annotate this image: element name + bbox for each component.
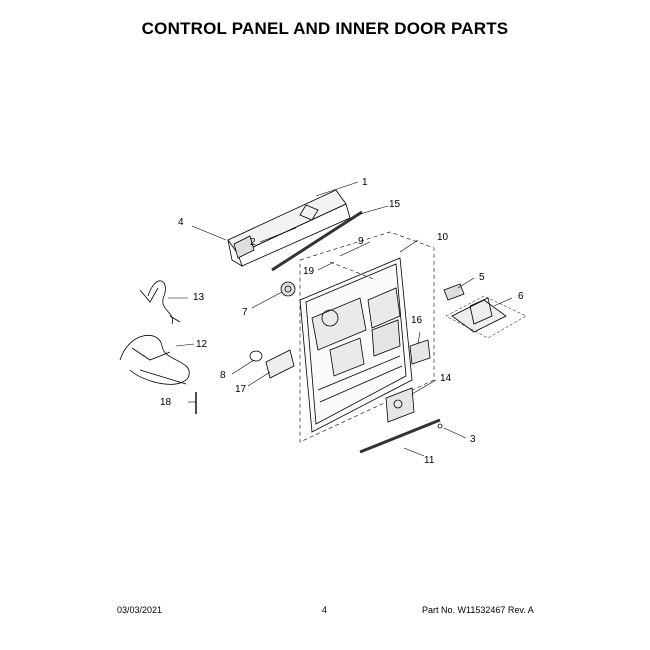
callout-4: 4 <box>178 217 184 228</box>
callout-18: 18 <box>160 397 172 408</box>
page-title: CONTROL PANEL AND INNER DOOR PARTS <box>141 19 509 38</box>
callout-10: 10 <box>437 232 449 243</box>
callout-7: 7 <box>242 307 248 318</box>
footer-part-number: Part No. W11532467 Rev. A <box>422 605 534 615</box>
callout-3: 3 <box>470 434 476 445</box>
callout-16: 16 <box>411 315 423 326</box>
footer-page-number: 4 <box>322 605 328 615</box>
callout-13: 13 <box>193 292 205 303</box>
callout-11: 11 <box>424 455 435 466</box>
callout-labels: 1 2 3 4 5 6 7 8 9 10 11 12 13 14 15 16 1… <box>160 177 524 466</box>
callout-9: 9 <box>358 236 364 247</box>
callout-12: 12 <box>196 339 208 350</box>
callout-14: 14 <box>440 373 452 384</box>
hinge-bracket <box>451 297 507 333</box>
callout-6: 6 <box>518 291 524 302</box>
control-panel-console <box>227 189 351 267</box>
leader-lines <box>168 181 513 457</box>
callout-5: 5 <box>479 272 485 283</box>
inner-door-panel <box>299 257 413 433</box>
explode-box <box>299 231 435 443</box>
callout-2: 2 <box>250 237 256 248</box>
callout-19: 19 <box>303 266 315 277</box>
footer-date: 03/03/2021 <box>117 605 163 615</box>
gasket-strip <box>271 210 363 272</box>
callout-17: 17 <box>235 384 247 395</box>
callout-8: 8 <box>220 370 226 381</box>
callout-1: 1 <box>362 177 368 188</box>
callout-15: 15 <box>389 199 401 210</box>
